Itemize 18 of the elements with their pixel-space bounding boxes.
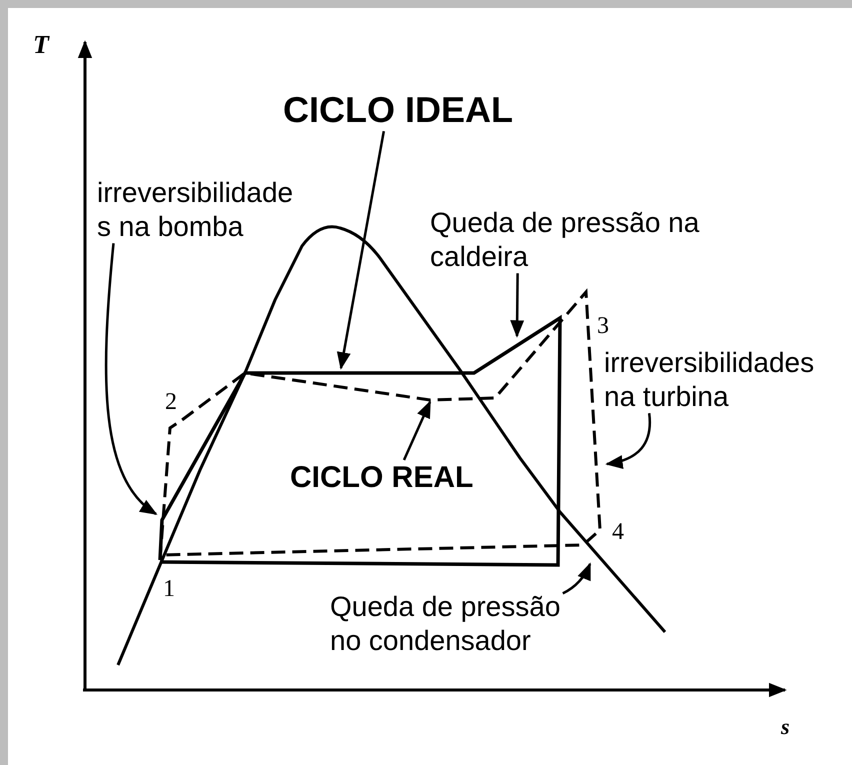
point-number: 1 [163, 577, 175, 601]
cycle-title: CICLO IDEAL [283, 88, 523, 132]
point-number: 2 [165, 390, 177, 414]
annotation-text: Queda de pressão na caldeira [430, 206, 722, 274]
annotation-text: irreversibilidades na turbina [604, 346, 830, 414]
point-number: 3 [597, 314, 609, 338]
leader-line [562, 562, 592, 594]
axis-label: T [33, 32, 49, 58]
leader-line [104, 243, 158, 516]
cycle-title: CICLO REAL [290, 460, 480, 496]
leader-line [510, 273, 524, 338]
leader-line [402, 400, 432, 461]
leader-line [336, 130, 386, 370]
leader-line [605, 413, 652, 468]
axis-label: s [781, 716, 790, 738]
annotation-text: Queda de pressão no condensador [330, 590, 570, 658]
point-number: 4 [612, 520, 624, 544]
annotation-text: irreversibilidade s na bomba [97, 176, 303, 244]
